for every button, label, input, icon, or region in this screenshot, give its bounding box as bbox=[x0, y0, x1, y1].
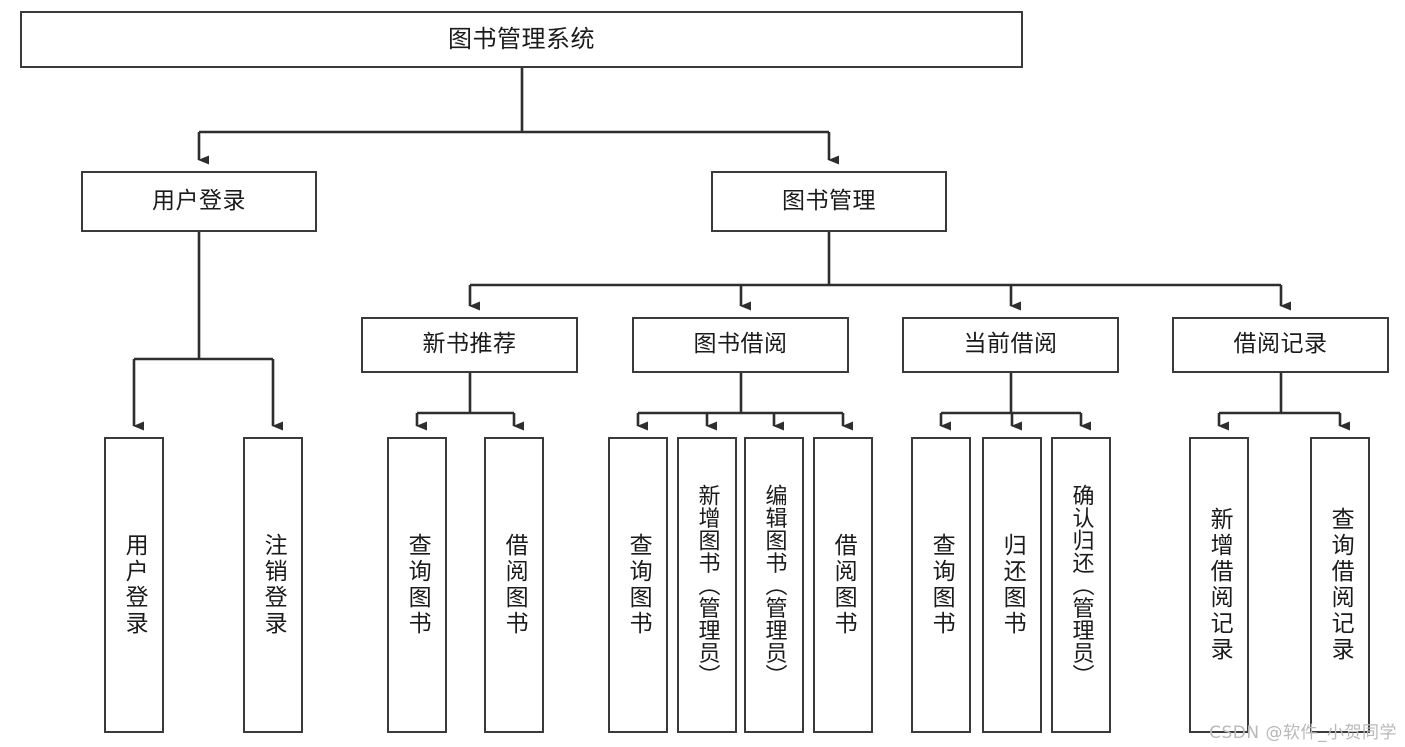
node-label: 查询图书 bbox=[404, 533, 431, 637]
node-label: 新增图书（管理员） bbox=[694, 483, 720, 687]
node-label: 归还图书 bbox=[999, 533, 1026, 637]
node-label: 用户登录 bbox=[121, 533, 148, 637]
node-current-borrow[interactable]: 当前借阅 bbox=[902, 317, 1119, 373]
node-leaf-borrow-book-rec[interactable]: 借阅图书 bbox=[484, 437, 544, 733]
node-label: 借阅图书 bbox=[501, 533, 528, 637]
node-borrow-record[interactable]: 借阅记录 bbox=[1172, 317, 1389, 373]
node-label: 用户登录 bbox=[152, 187, 246, 214]
node-leaf-logout[interactable]: 注销登录 bbox=[243, 437, 303, 733]
node-leaf-query-book-rec[interactable]: 查询图书 bbox=[387, 437, 447, 733]
node-label: 新增借阅记录 bbox=[1206, 507, 1233, 663]
node-book-borrow[interactable]: 图书借阅 bbox=[632, 317, 849, 373]
node-book-manage[interactable]: 图书管理 bbox=[711, 171, 947, 232]
node-label: 查询图书 bbox=[625, 533, 652, 637]
node-label: 借阅记录 bbox=[1233, 331, 1328, 358]
node-leaf-edit-book[interactable]: 编辑图书（管理员） bbox=[744, 437, 804, 733]
node-root[interactable]: 图书管理系统 bbox=[20, 11, 1023, 68]
csdn-watermark: CSDN @软件_小贺同学 bbox=[1209, 723, 1397, 743]
node-label: 图书管理 bbox=[782, 187, 876, 214]
node-leaf-user-login[interactable]: 用户登录 bbox=[104, 437, 164, 733]
node-leaf-add-record[interactable]: 新增借阅记录 bbox=[1189, 437, 1249, 733]
node-label: 当前借阅 bbox=[963, 331, 1058, 358]
node-new-book-rec[interactable]: 新书推荐 bbox=[361, 317, 578, 373]
node-label: 图书借阅 bbox=[693, 331, 788, 358]
node-label: 注销登录 bbox=[260, 533, 287, 637]
node-leaf-query-book[interactable]: 查询图书 bbox=[608, 437, 668, 733]
node-label: 借阅图书 bbox=[830, 533, 857, 637]
node-leaf-query-current[interactable]: 查询图书 bbox=[911, 437, 971, 733]
node-leaf-query-record[interactable]: 查询借阅记录 bbox=[1310, 437, 1370, 733]
node-label: 编辑图书（管理员） bbox=[761, 483, 787, 687]
node-leaf-return-book[interactable]: 归还图书 bbox=[982, 437, 1042, 733]
node-label: 查询图书 bbox=[928, 533, 955, 637]
node-label: 图书管理系统 bbox=[448, 25, 595, 54]
node-user-login[interactable]: 用户登录 bbox=[81, 171, 317, 232]
node-label: 确认归还（管理员） bbox=[1068, 483, 1094, 687]
node-label: 查询借阅记录 bbox=[1327, 507, 1354, 663]
node-label: 新书推荐 bbox=[422, 331, 517, 358]
node-leaf-confirm-return[interactable]: 确认归还（管理员） bbox=[1051, 437, 1111, 733]
node-leaf-add-book[interactable]: 新增图书（管理员） bbox=[677, 437, 737, 733]
node-leaf-borrow-book[interactable]: 借阅图书 bbox=[813, 437, 873, 733]
